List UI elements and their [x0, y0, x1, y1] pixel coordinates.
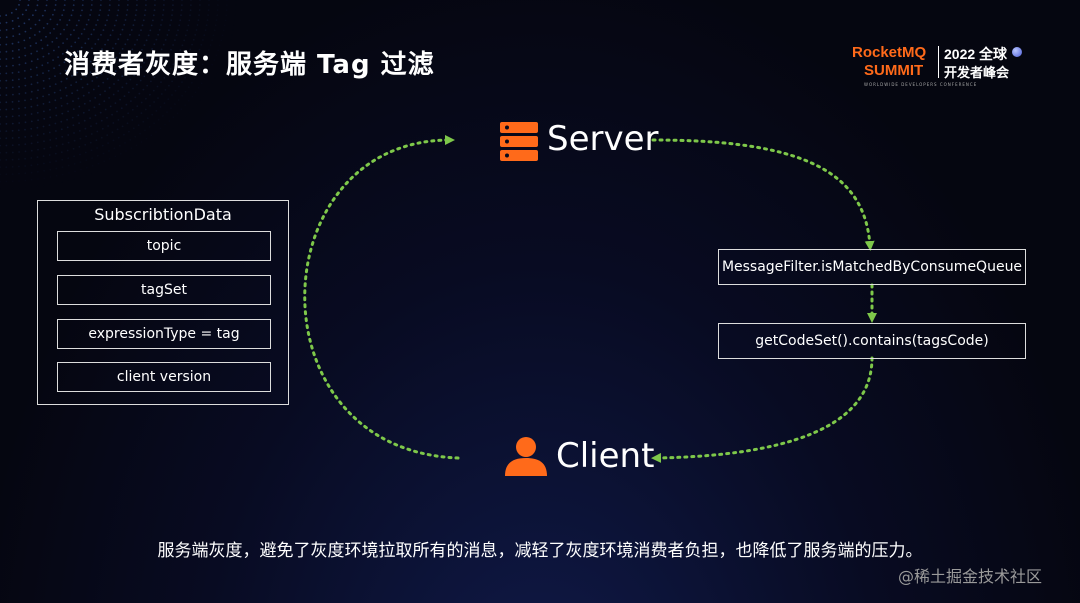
logo-rocketmq: RocketMQ — [852, 44, 927, 61]
watermark: @稀土掘金技术社区 — [898, 567, 1043, 586]
user-icon — [505, 436, 547, 476]
page-title: 消费者灰度：服务端 Tag 过滤 — [64, 50, 435, 80]
server-label: Server — [547, 119, 659, 159]
dot-pattern-decoration — [0, 0, 228, 183]
logo-divider — [938, 46, 939, 78]
message-filter-box: MessageFilter.isMatchedByConsumeQueue — [718, 249, 1026, 285]
logo-conference: 开发者峰会 — [944, 66, 1010, 81]
arrow-client-to-server — [303, 135, 460, 460]
globe-icon — [1012, 47, 1022, 57]
logo-summit: SUMMIT — [864, 62, 924, 79]
logo-year: 2022 全球 — [944, 46, 1008, 62]
logo-subtitle: WORLDWIDE DEVELOPERS CONFERENCE — [864, 82, 978, 87]
code-set-box: getCodeSet().contains(tagsCode) — [718, 323, 1026, 359]
field-tagset: tagSet — [57, 275, 271, 305]
arrow-server-to-filter — [651, 138, 875, 251]
field-expression-type: expressionType = tag — [57, 319, 271, 349]
field-topic: topic — [57, 231, 271, 261]
subscription-data-box: SubscribtionData topic tagSet expression… — [37, 200, 289, 405]
field-client-version: client version — [57, 362, 271, 392]
subscription-data-title: SubscribtionData — [94, 205, 232, 224]
rocketmq-summit-logo: RocketMQ SUMMIT 2022 全球 开发者峰会 WORLDWIDE … — [852, 44, 1032, 90]
caption: 服务端灰度，避免了灰度环境拉取所有的消息，减轻了灰度环境消费者负担，也降低了服务… — [157, 541, 923, 561]
client-label: Client — [556, 436, 655, 476]
arrow-code-to-client — [651, 356, 874, 463]
server-icon — [500, 122, 540, 162]
